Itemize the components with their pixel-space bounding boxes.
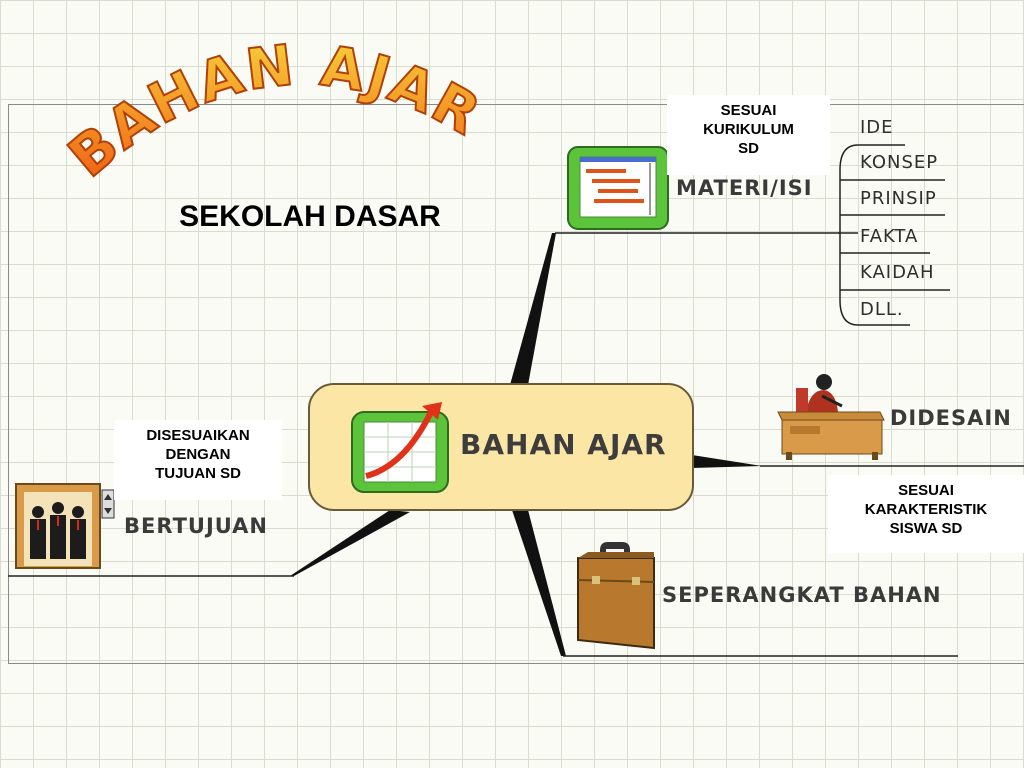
page-subtitle: SEKOLAH DASAR [179,200,441,233]
connector-seperangkat [512,510,566,656]
growth-chart-icon [351,402,449,493]
frame-top-line [8,104,1024,105]
note-didesain-line: SESUAI [898,482,954,499]
note-materi-line: SESUAI [720,102,777,119]
gantt-chart-icon [567,146,669,230]
materi-leaf-brackets [838,144,950,326]
leaf-item: FAKTA [860,226,919,247]
title-word-art: BAHAN AJAR [60,40,492,191]
leaf-item: KAIDAH [860,262,935,283]
note-bertujuan: DISESUAIKAN DENGAN TUJUAN SD [114,420,282,500]
center-label: BAHAN AJAR [460,428,667,461]
person-at-desk-icon [777,374,885,460]
branch-label-didesain: DIDESAIN [890,406,1012,430]
branch-label-materi: MATERI/ISI [676,176,813,200]
note-materi: SESUAI KURIKULUM SD [667,95,830,175]
connector-bertujuan [290,510,410,576]
leaf-item: KONSEP [860,152,939,173]
frame-bottom-line [8,663,1024,664]
note-bertujuan-line: TUJUAN SD [155,465,241,482]
leaf-item: PRINSIP [860,188,937,209]
briefcase-icon [577,542,655,650]
leaf-item: DLL. [860,299,904,320]
branch-label-bertujuan: BERTUJUAN [124,514,269,538]
branch-label-seperangkat: SEPERANGKAT BAHAN [662,583,942,607]
title-art-text: BAHAN AJAR [60,40,491,191]
frame-left-line [8,104,9,664]
note-didesain-line: SISWA SD [889,520,963,537]
note-didesain-line: KARAKTERISTIK [864,501,988,518]
note-materi-line: SD [738,140,759,157]
elevator-people-icon [15,483,115,569]
note-materi-line: KURIKULUM [703,121,794,138]
leaf-item: IDE [860,117,894,138]
connector-materi [510,233,556,385]
connector-didesain [692,455,762,468]
svg-text:BAHAN AJAR: BAHAN AJAR [60,40,492,190]
note-bertujuan-line: DENGAN [165,446,231,463]
note-bertujuan-line: DISESUAIKAN [146,427,250,444]
note-didesain: SESUAI KARAKTERISTIK SISWA SD [828,475,1024,553]
